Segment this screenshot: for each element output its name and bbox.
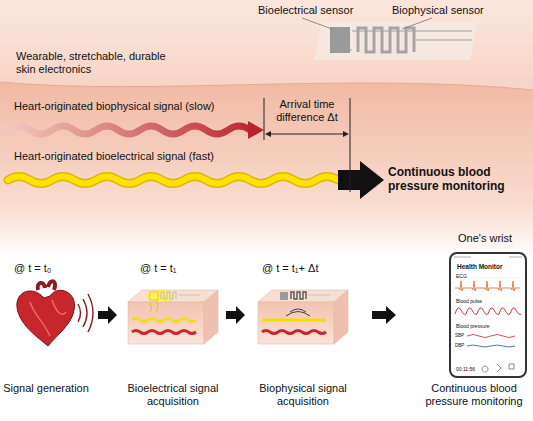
- bioelectrical-wave: [8, 177, 338, 184]
- skin-edge: [0, 82, 533, 90]
- step-arrow: [98, 306, 117, 324]
- arrow-head: [343, 131, 349, 137]
- phone-trace: [454, 303, 522, 319]
- heart-icon: [17, 281, 93, 346]
- leader-line: [302, 18, 332, 29]
- skin-block: [128, 290, 218, 344]
- sensor-label: Biophysical sensor: [392, 4, 512, 17]
- phone-trace: [454, 278, 522, 294]
- big-arrow: [338, 161, 384, 199]
- phone-text: SBP: [455, 333, 464, 339]
- skin-band: Wearable, stretchable, durable skin elec…: [0, 0, 533, 258]
- phone-graphics: [451, 254, 525, 376]
- phone-trace: [467, 345, 515, 347]
- step-arrow: [226, 306, 245, 324]
- step-caption: Biophysical signal acquisition: [248, 382, 358, 408]
- skin-block: [258, 290, 348, 344]
- signal-label: Heart-originated biophysical signal (slo…: [14, 100, 254, 113]
- phone-text: DBP: [455, 343, 464, 349]
- band-text: Wearable, stretchable, durable skin elec…: [16, 50, 166, 76]
- step-arrow: [372, 306, 396, 324]
- band-text: One's wrist: [458, 232, 528, 245]
- time-label: @ t = t₁+ Δt: [262, 262, 352, 275]
- sensor-patch: [314, 22, 478, 60]
- bioelectrical-wave-outline: [8, 177, 338, 184]
- arrow-head: [248, 121, 264, 139]
- step-caption: Signal generation: [0, 382, 92, 395]
- delta-label: Arrival time difference Δt: [266, 98, 348, 124]
- leader-line: [402, 18, 432, 29]
- time-label: @ t = t₀: [14, 262, 94, 275]
- phone-text: Blood pressure: [456, 323, 490, 329]
- sensor-label: Bioelectrical sensor: [258, 4, 368, 17]
- time-label: @ t = t₁: [140, 262, 220, 275]
- phone-trace: [454, 257, 522, 258]
- signal-label: Heart-originated bioelectrical signal (f…: [14, 150, 274, 163]
- biophysical-wave: [8, 126, 250, 134]
- step-caption: Continuous blood pressure monitoring: [420, 382, 528, 408]
- skin-front: [0, 82, 533, 258]
- phone-trace: [482, 364, 514, 372]
- phone: Health MonitorECG Blood pulseBlood pressu…: [449, 252, 527, 378]
- bracket-line: [264, 98, 350, 192]
- output-label: Continuous blood pressure monitoring: [388, 165, 516, 193]
- step-caption: Bioelectrical signal acquisition: [118, 382, 228, 408]
- phone-text: ECG: [456, 273, 467, 279]
- double-arrow: [267, 134, 347, 135]
- phone-trace: [455, 308, 521, 315]
- phone-trace: [467, 335, 515, 338]
- phone-text: Health Monitor: [457, 263, 503, 271]
- skin-top: [0, 0, 533, 95]
- phone-trace: [455, 281, 520, 291]
- phone-text: Blood pulse: [456, 298, 482, 304]
- phone-text: 00:11:56: [456, 366, 475, 372]
- arrow-head: [265, 131, 271, 137]
